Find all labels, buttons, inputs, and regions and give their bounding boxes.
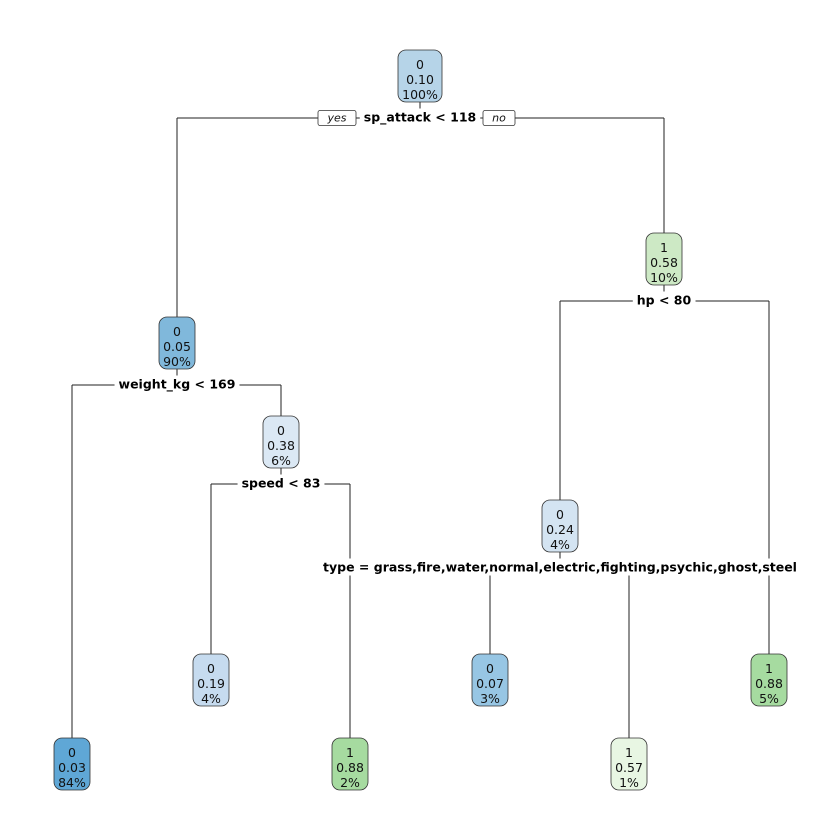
split-condition-text: weight_kg < 169 [119, 377, 236, 393]
node-class-label: 0 [416, 57, 424, 72]
node-box [610, 737, 648, 791]
tree-node-leaf6: 10.885% [750, 653, 788, 707]
node-probability: 0.58 [650, 255, 678, 270]
node-box [471, 653, 509, 707]
node-box [645, 232, 683, 286]
node-probability: 0.38 [267, 438, 295, 453]
tree-node-leaf4: 00.073% [471, 653, 509, 707]
node-class-label: 1 [346, 745, 354, 760]
tree-node-n5: 00.386% [262, 415, 300, 469]
node-percentage: 100% [402, 87, 438, 102]
tree-node-leaf5: 10.571% [610, 737, 648, 791]
node-percentage: 5% [759, 691, 779, 706]
split-label-bg [319, 558, 801, 576]
node-percentage: 1% [619, 775, 639, 790]
node-probability: 0.03 [58, 760, 86, 775]
node-box [158, 316, 196, 370]
split-label-bg [114, 375, 240, 394]
split-label-bg [237, 474, 325, 492]
node-percentage: 6% [271, 453, 291, 468]
node-class-label: 0 [277, 423, 285, 438]
node-percentage: 84% [58, 775, 86, 790]
node-class-label: 1 [660, 240, 668, 255]
node-probability: 0.07 [476, 676, 504, 691]
node-class-label: 0 [207, 661, 215, 676]
node-probability: 0.88 [336, 760, 364, 775]
node-box [331, 737, 369, 791]
node-percentage: 10% [650, 270, 678, 285]
node-percentage: 3% [480, 691, 500, 706]
node-percentage: 90% [163, 354, 191, 369]
split-condition-text: sp_attack < 118 [364, 110, 476, 126]
split-condition-text: type = grass,fire,water,normal,electric,… [323, 560, 797, 575]
tree-node-n6: 00.244% [541, 499, 579, 553]
node-class-label: 0 [68, 745, 76, 760]
node-percentage: 2% [340, 775, 360, 790]
branch-label-text: no [492, 112, 506, 125]
node-box [397, 49, 443, 103]
node-percentage: 4% [201, 691, 221, 706]
node-box [262, 415, 300, 469]
branch-label-no: no [482, 110, 516, 126]
node-probability: 0.88 [755, 676, 783, 691]
branch-label-yes: yes [317, 110, 357, 126]
node-box [541, 499, 579, 553]
node-class-label: 1 [625, 745, 633, 760]
split-label-bg [359, 108, 481, 127]
branch-label-box [482, 110, 516, 126]
node-probability: 0.57 [615, 760, 643, 775]
split-label-s_root: sp_attack < 118 [359, 108, 481, 127]
split-label-s_n3: hp < 80 [632, 291, 696, 309]
branch-label-text: yes [326, 112, 346, 125]
node-box [192, 653, 230, 707]
node-box [53, 737, 91, 791]
node-class-label: 1 [765, 661, 773, 676]
tree-node-leaf2: 00.194% [192, 653, 230, 707]
tree-node-leaf3: 10.882% [331, 737, 369, 791]
node-class-label: 0 [556, 507, 564, 522]
split-condition-text: speed < 83 [242, 476, 321, 491]
tree-nodes: 00.10100%00.0590%10.5810%00.386%00.244%0… [53, 49, 788, 791]
node-class-label: 0 [486, 661, 494, 676]
node-probability: 0.10 [406, 72, 434, 87]
split-label-s_n6: type = grass,fire,water,normal,electric,… [319, 558, 801, 576]
split-labels: sp_attack < 118 weight_kg < 169 hp < 80 spe… [114, 108, 801, 576]
branch-label-box [317, 110, 357, 126]
node-probability: 0.19 [197, 676, 225, 691]
split-label-s_n5: speed < 83 [237, 474, 325, 492]
split-label-bg [632, 291, 696, 309]
node-probability: 0.24 [546, 522, 574, 537]
split-label-s_n2: weight_kg < 169 [114, 375, 240, 394]
split-condition-text: hp < 80 [637, 293, 692, 308]
tree-edges [71, 102, 770, 738]
node-probability: 0.05 [163, 339, 191, 354]
node-percentage: 4% [550, 537, 570, 552]
node-class-label: 0 [173, 324, 181, 339]
node-box [750, 653, 788, 707]
